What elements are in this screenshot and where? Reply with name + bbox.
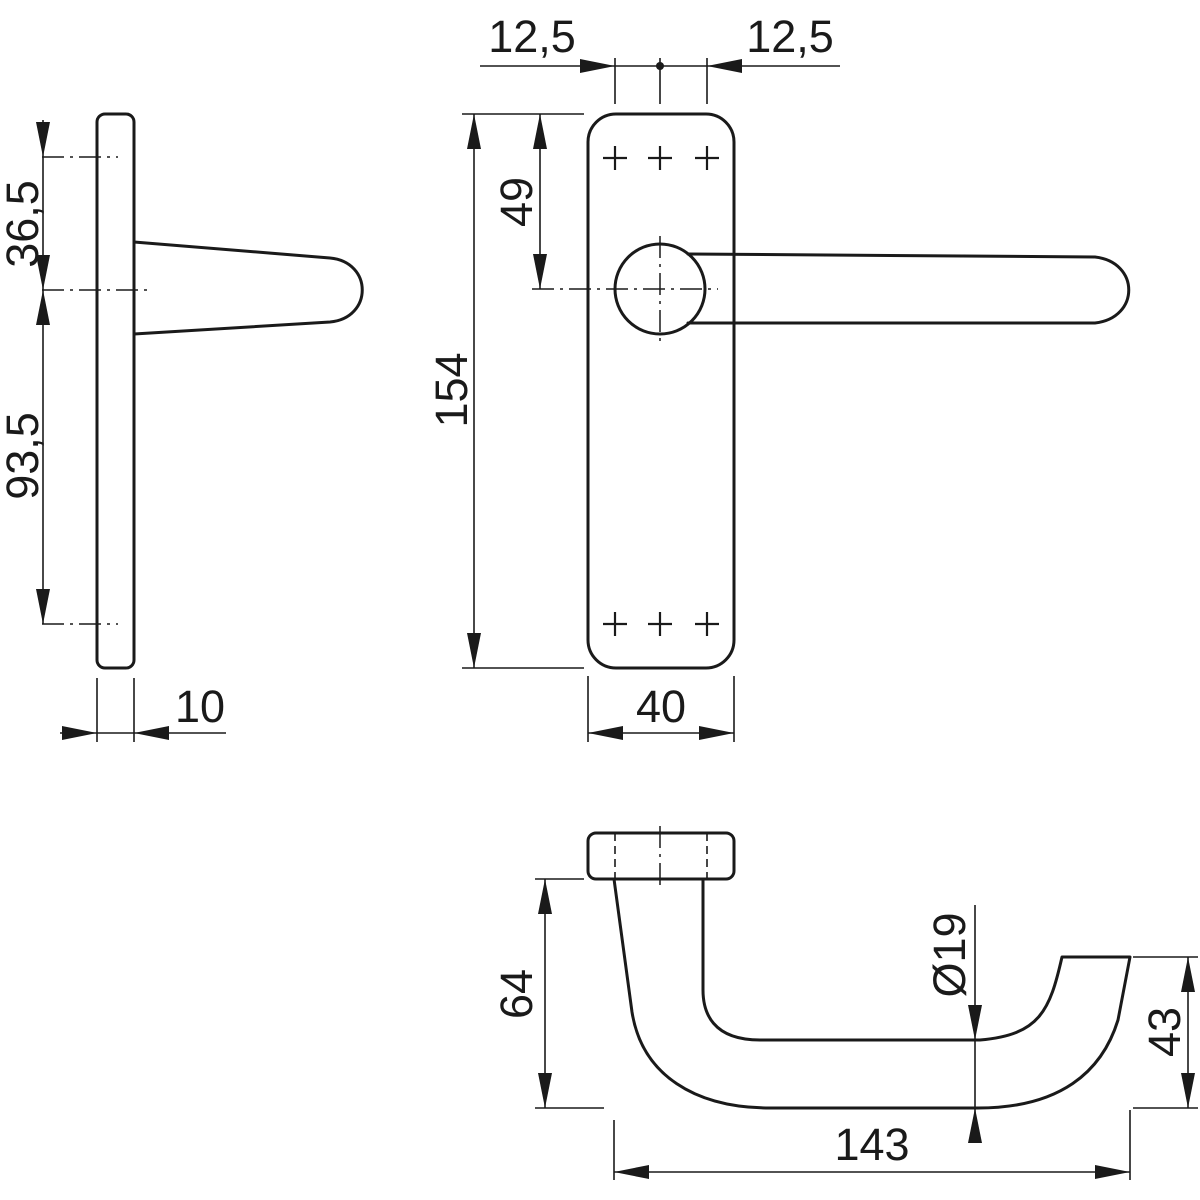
top-rose xyxy=(586,831,736,881)
dim-lever-axis: 49 xyxy=(491,177,542,227)
dim-grip-diameter: Ø19 xyxy=(924,912,975,997)
screw-holes-top xyxy=(603,146,719,170)
dim-plate-width: 40 xyxy=(636,681,686,732)
front-view: 154 49 40 12,5 12,5 xyxy=(426,11,1131,742)
dim-return-height: 43 xyxy=(1139,1007,1190,1057)
screw-holes-bottom xyxy=(603,612,719,636)
top-view: 64 Ø19 143 43 xyxy=(491,826,1198,1180)
top-lever-outer xyxy=(612,877,1132,1110)
dim-projection: 64 xyxy=(491,969,542,1019)
dim-plate-thickness: 10 xyxy=(175,681,225,732)
dim-lever-length: 143 xyxy=(834,1119,909,1170)
dim-side-bottom: 93,5 xyxy=(0,412,48,500)
dim-screw-right: 12,5 xyxy=(746,11,834,62)
front-plate xyxy=(586,112,736,670)
side-plate xyxy=(95,112,136,670)
side-view: 36,5 93,5 10 xyxy=(0,112,364,742)
dim-side-top: 36,5 xyxy=(0,180,48,268)
front-lever xyxy=(686,252,1131,325)
dim-plate-height: 154 xyxy=(426,352,477,427)
dim-screw-left: 12,5 xyxy=(488,11,576,62)
side-lever-profile xyxy=(132,240,364,336)
